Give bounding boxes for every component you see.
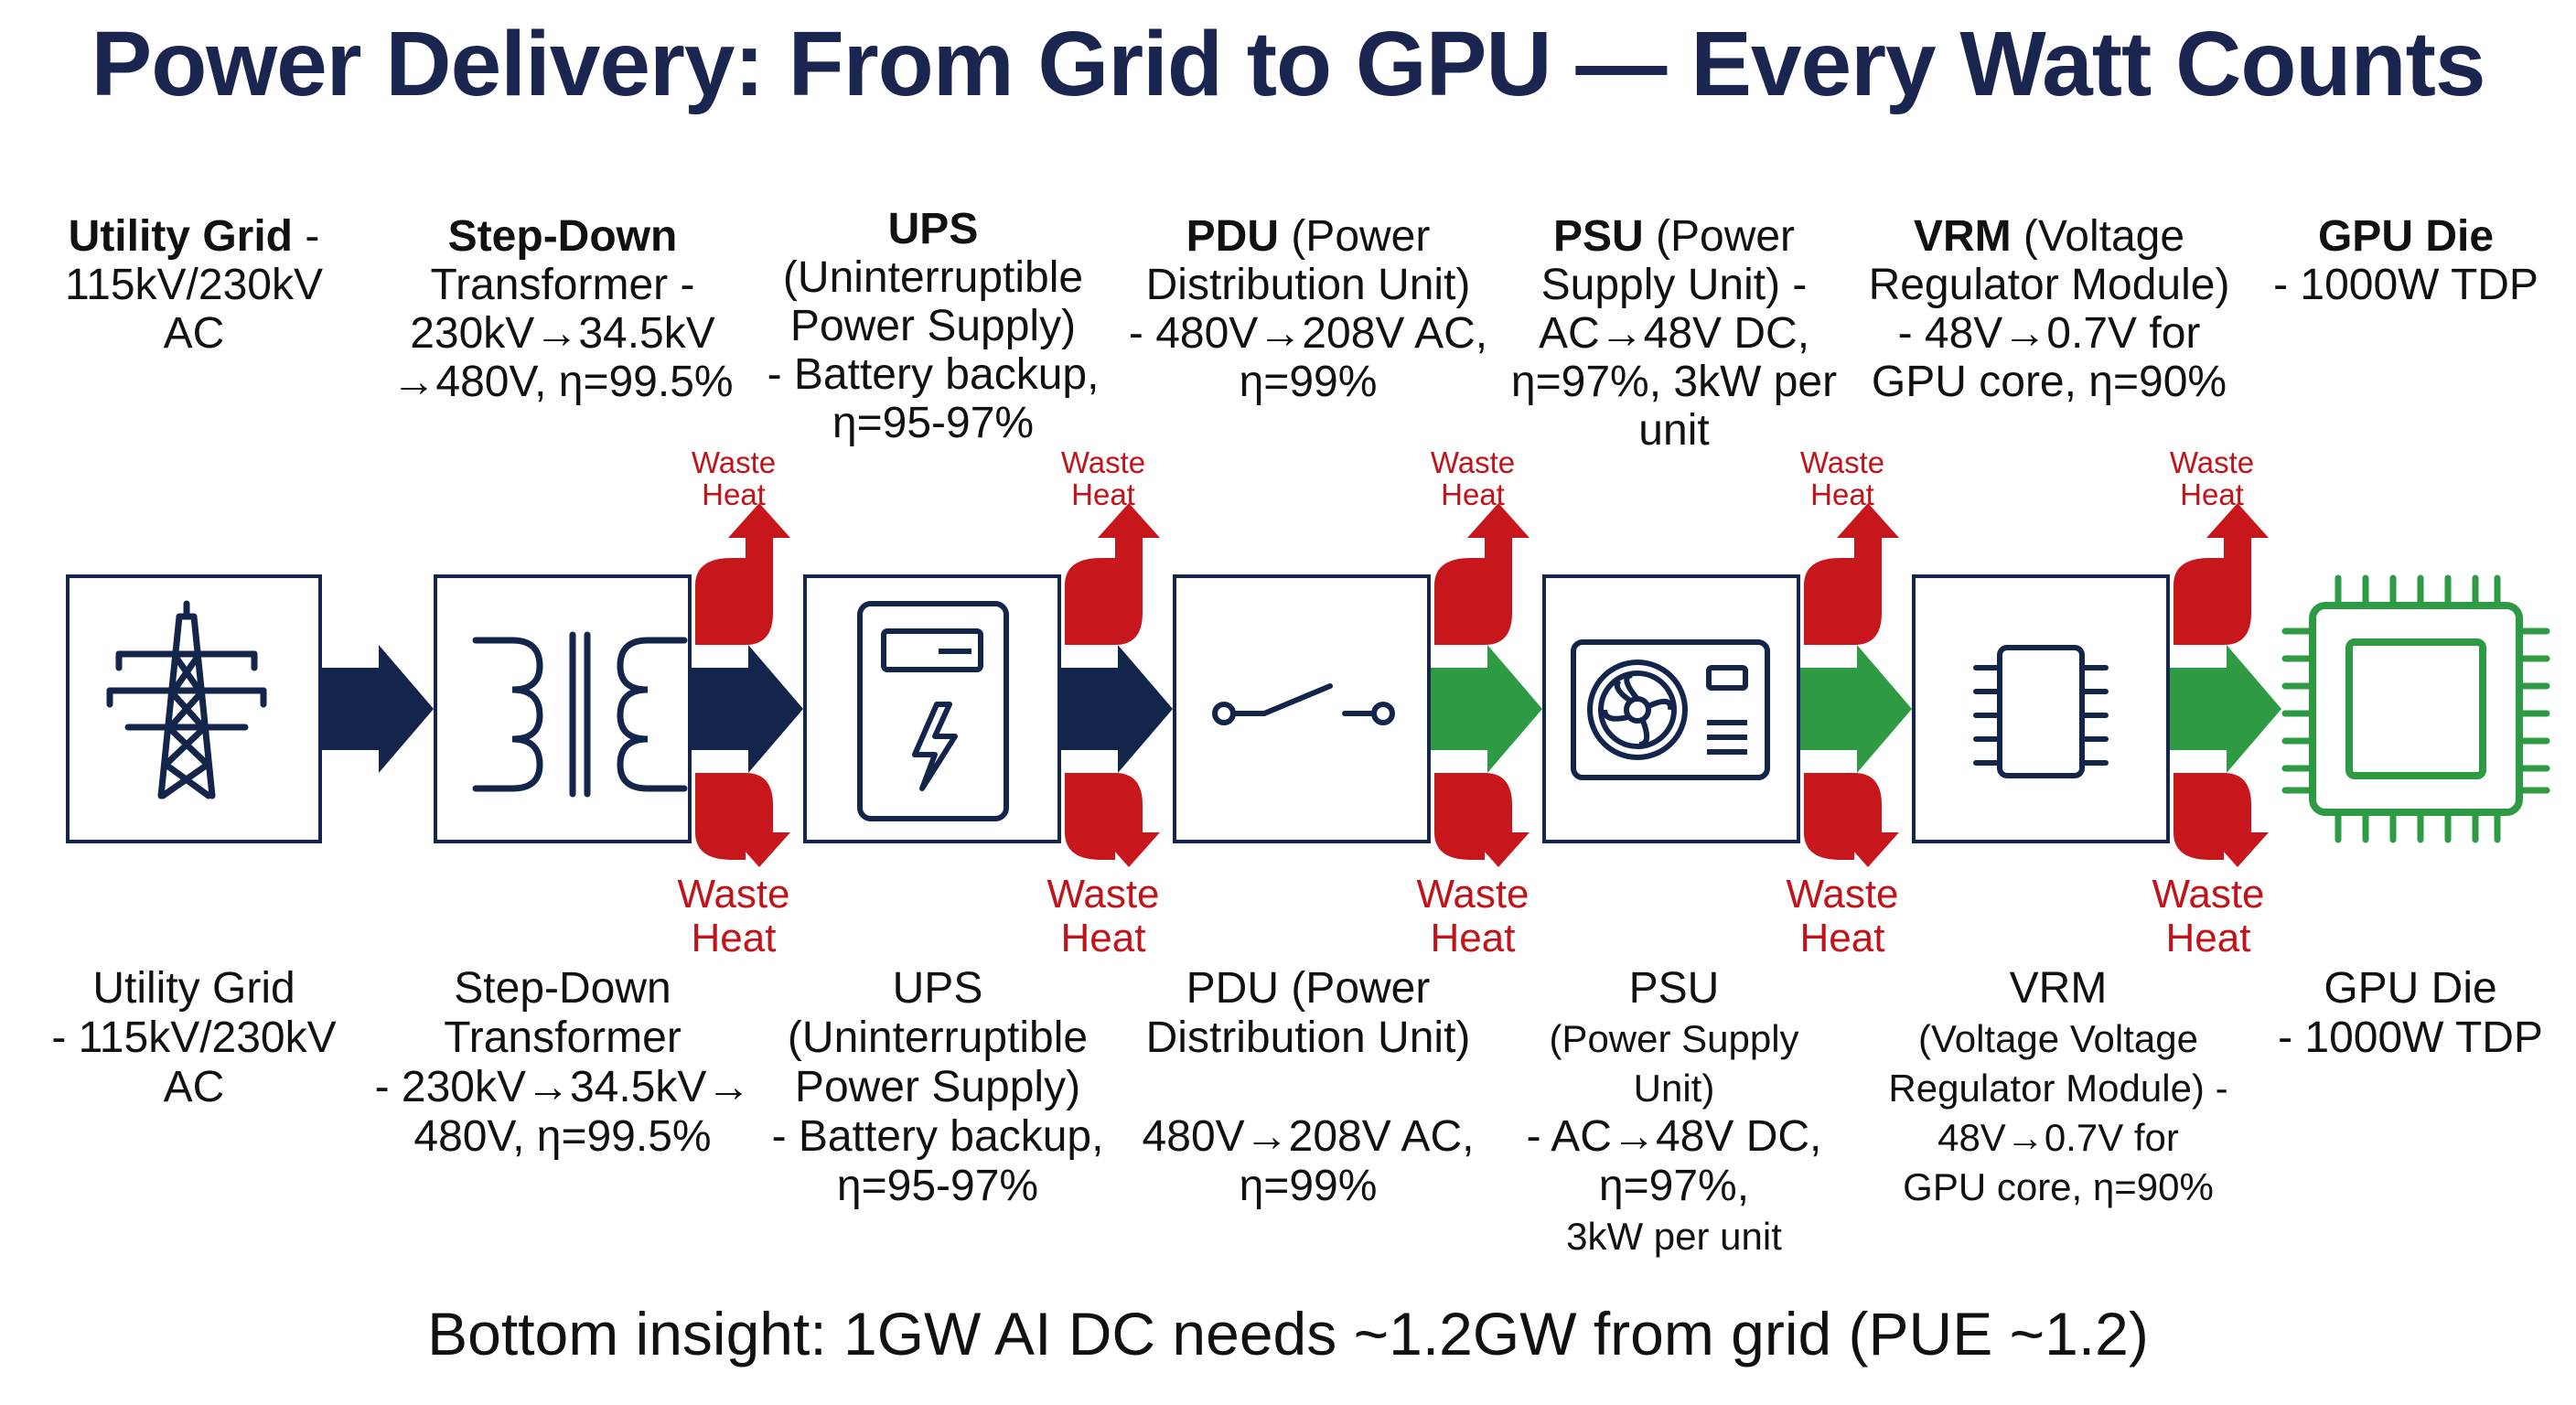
waste-heat-arrows-1: [695, 503, 790, 867]
stage-box-transformer: [434, 574, 692, 843]
waste-heat-arrows-3: [1434, 503, 1530, 867]
gpu-chip-icon: [2281, 574, 2550, 843]
fan-power-supply-icon: [1571, 639, 1770, 780]
bottom-label-transformer: Step-Down Transformer - 230kV→34.5kV→ 48…: [374, 964, 751, 1161]
bottom-insight: Bottom insight: 1GW AI DC needs ~1.2GW f…: [427, 1300, 2149, 1367]
bottom-label-ups: UPS (Uninterruptible Power Supply) - Bat…: [771, 964, 1104, 1210]
power-tower-icon: [106, 600, 267, 799]
waste-heat-arrows-2: [1065, 503, 1160, 867]
chip-icon: [1973, 645, 2109, 778]
bottom-label-utility-grid: Utility Grid - 115kV/230kV AC: [51, 964, 337, 1111]
top-label-gpu-die: GPU Die - 1000W TDP: [2273, 212, 2538, 309]
flow-arrow-3: [1059, 645, 1173, 773]
top-label-pdu: PDU (Power Distribution Unit) - 480V→208…: [1128, 212, 1488, 406]
flow-arrow-1: [320, 645, 434, 773]
page-title: Power Delivery: From Grid to GPU — Every…: [91, 13, 2486, 115]
top-label-utility-grid: Utility Grid - 115kV/230kV AC: [65, 212, 323, 358]
stage-box-vrm: [1912, 574, 2170, 843]
top-label-vrm: VRM (Voltage Regulator Module) - 48V→0.7…: [1868, 212, 2230, 406]
top-label-transformer: Step-Down Transformer - 230kV→34.5kV →48…: [392, 212, 734, 406]
bottom-label-gpu-die: GPU Die - 1000W TDP: [2278, 964, 2543, 1062]
switch-icon: [1212, 683, 1395, 725]
bottom-label-pdu: PDU (Power Distribution Unit) 480V→208V …: [1142, 964, 1475, 1210]
transformer-coil-icon: [472, 631, 688, 798]
bottom-label-vrm: VRM (Voltage Voltage Regulator Module) -…: [1888, 964, 2228, 1208]
bottom-label-psu: PSU (Power Supply Unit) - AC→48V DC, η=9…: [1526, 964, 1822, 1258]
flow-arrow-5: [1798, 645, 1912, 773]
flow-arrow-4: [1429, 645, 1542, 773]
battery-lightning-icon: [857, 601, 1009, 821]
top-label-ups: UPS (Uninterruptible Power Supply) - Bat…: [767, 205, 1100, 447]
top-label-psu: PSU (Power Supply Unit) - AC→48V DC, η=9…: [1510, 212, 1838, 455]
flow-arrow-2: [690, 645, 803, 773]
waste-heat-arrows-4: [1804, 503, 1899, 867]
waste-heat-arrows-5: [2174, 503, 2269, 867]
flow-arrow-6: [2168, 645, 2281, 773]
